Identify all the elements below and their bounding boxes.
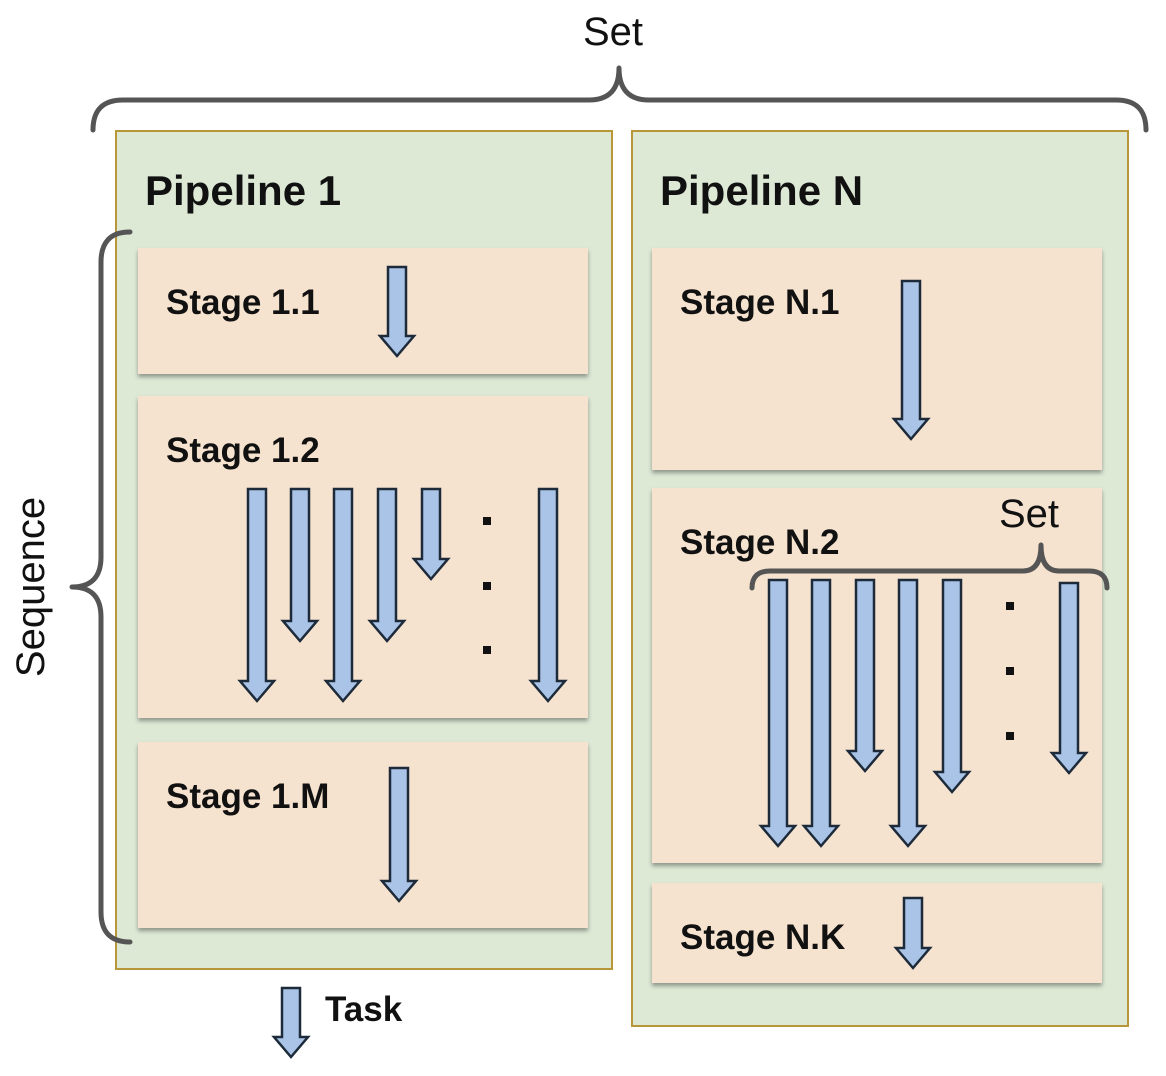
stage-n-1-label: Stage N.1 [680,283,840,322]
pipeline-1-title: Pipeline 1 [145,167,342,214]
ellipsis-dot [1006,667,1014,675]
task-arrow [891,279,931,441]
stage-n-2-label: Stage N.2 [680,523,840,562]
stage-n-k-box [652,883,1102,983]
task-arrow [280,487,320,643]
task-arrow [377,265,417,358]
stage-n-2-box [652,488,1102,863]
stage-n-1-box [652,248,1102,470]
outer-set-label: Set [583,10,644,54]
task-arrow [1049,581,1089,775]
stage-1-1-box [138,248,588,374]
task-arrow [932,578,972,794]
inner-set-brace [749,542,1110,591]
ellipsis-dot [483,517,491,525]
task-arrow [323,487,363,703]
ellipsis-dot [483,646,491,654]
ellipsis-dot [1006,732,1014,740]
stage-n-k-label: Stage N.K [680,918,846,957]
task-arrow [801,578,841,848]
task-arrow [528,487,568,703]
task-arrow [379,766,419,903]
task-legend-label: Task [325,990,403,1029]
task-arrow [237,487,277,703]
pipeline-n-title: Pipeline N [660,167,864,214]
stage-1-2-box [138,396,588,718]
outer-set-brace [90,65,1149,133]
task-arrow [845,578,885,773]
task-arrow [888,578,928,848]
task-arrow [758,578,798,848]
task-arrow [411,487,451,581]
stage-1-1-label: Stage 1.1 [166,283,320,322]
stage-1-2-label: Stage 1.2 [166,431,320,470]
ellipsis-dot [483,582,491,590]
stage-1-m-label: Stage 1.M [166,777,330,816]
task-legend-arrow [271,986,311,1059]
sequence-brace [69,229,133,945]
task-arrow [893,896,933,970]
ellipsis-dot [1006,602,1014,610]
task-arrow [367,487,407,643]
inner-set-label: Set [999,492,1060,536]
stage-1-m-box [138,742,588,928]
